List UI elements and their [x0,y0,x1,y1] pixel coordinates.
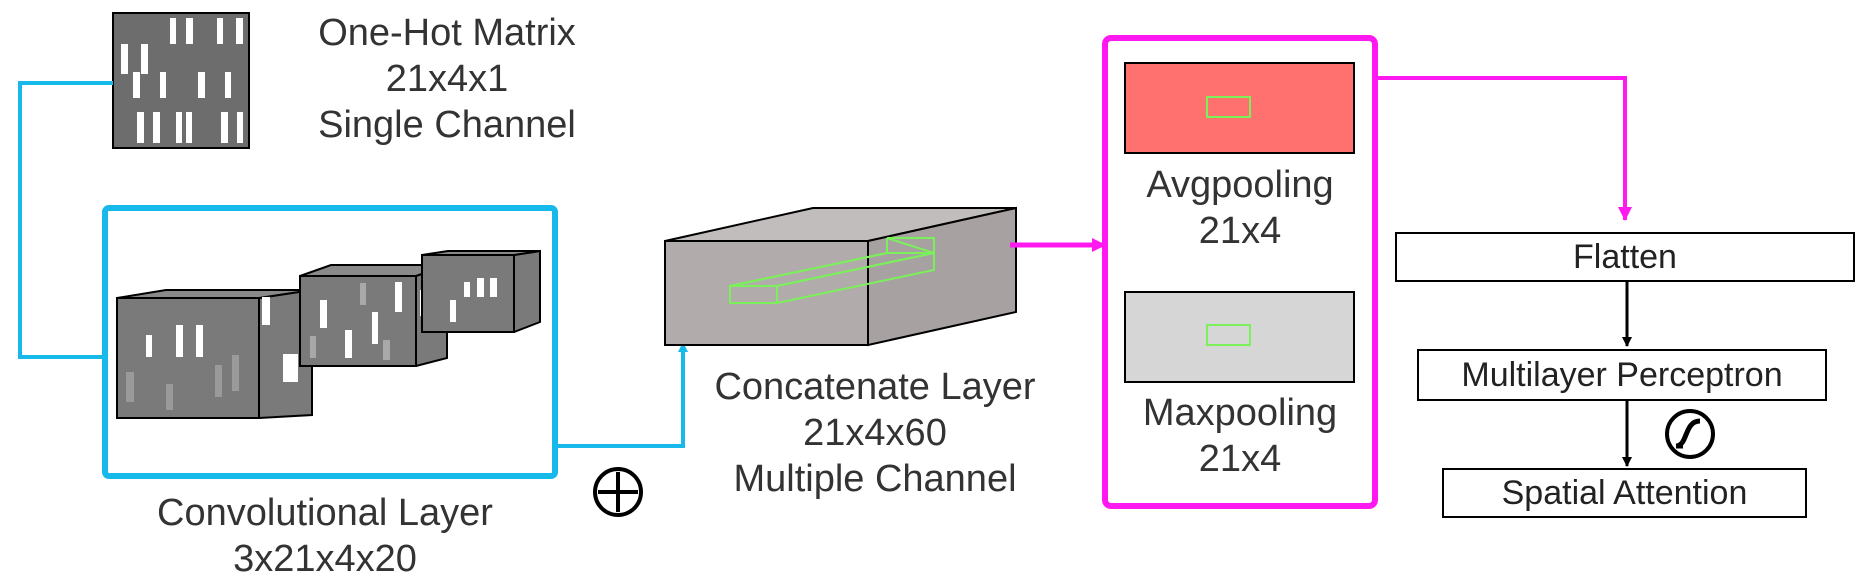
concat-title: Concatenate Layer [714,366,1036,408]
input-dims: 21x4x1 [385,58,509,100]
conv-title: Convolutional Layer [157,492,493,534]
maxpool-label: Maxpooling 21x4 [1110,390,1370,482]
maxpool-title: Maxpooling [1142,392,1338,434]
concat-dims: 21x4x60 [803,412,947,454]
pooling-to-flatten-arrow [1375,76,1632,221]
conv-cube-small [421,249,541,333]
avgpool-label: Avgpooling 21x4 [1110,162,1370,254]
avgpool-map [1124,62,1355,154]
conv-dims: 3x21x4x20 [233,538,417,580]
circle-plus-icon [593,467,643,517]
input-channel: Single Channel [318,104,576,146]
attention-box: Spatial Attention [1442,468,1807,518]
pooling-frame [1102,35,1378,509]
concat-slice-outline [729,237,935,305]
input-connector-line [18,81,113,359]
conv-cube-large [116,288,313,419]
flatten-box: Flatten [1395,232,1855,282]
one-hot-matrix-image [112,12,250,149]
avgpool-title: Avgpooling [1146,164,1334,206]
sigmoid-icon [1665,409,1715,459]
conv-cube-medium [299,263,448,367]
input-label: One-Hot Matrix 21x4x1 Single Channel [282,10,612,148]
conv-layer-frame [102,205,558,479]
concat-label: Concatenate Layer 21x4x60 Multiple Chann… [680,364,1070,502]
concat-channel: Multiple Channel [733,458,1017,500]
avgpool-dims: 21x4 [1198,210,1282,252]
maxpool-map [1124,291,1355,383]
concat-block [664,206,1017,347]
mlp-box: Multilayer Perceptron [1417,349,1827,401]
input-title: One-Hot Matrix [318,12,576,54]
conv-label: Convolutional Layer 3x21x4x20 [130,490,520,582]
maxpool-dims: 21x4 [1198,438,1282,480]
conv-to-concat-arrow [555,342,688,448]
